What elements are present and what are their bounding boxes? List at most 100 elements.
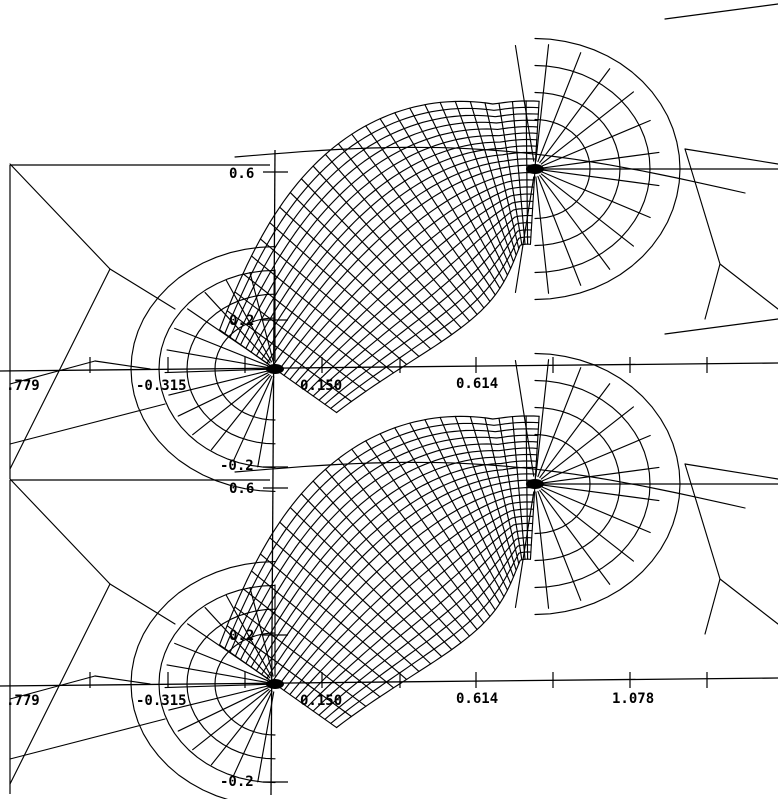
x-tick-label-upper-1: .779 (6, 378, 40, 394)
te-fan-line-6 (542, 466, 660, 484)
y-tick-label-lower-mid: 0.2 (229, 628, 254, 644)
le-fan-line-6 (164, 683, 268, 689)
mesh-line-normal-16 (394, 427, 501, 604)
farfield-left-4 (9, 403, 166, 445)
te-fan-line-6 (542, 151, 660, 169)
farfield-right-4 (704, 263, 721, 320)
le-fan-line-7 (166, 664, 268, 684)
mesh-line-normal-7 (279, 206, 432, 350)
farfield-right-5 (664, 318, 778, 335)
le-fan-line-1 (232, 690, 273, 777)
te-fan-line-5 (541, 119, 651, 167)
outer-boundary-2 (234, 461, 746, 509)
te-fan-line-7 (542, 484, 660, 502)
le-ring-3 (130, 561, 276, 799)
x-tick-label-lower-5: 1.078 (612, 691, 654, 707)
mesh-line-normal-8 (289, 506, 443, 658)
te-fan-line-2 (537, 52, 582, 163)
farfield-right-1 (684, 463, 778, 480)
mesh-line-normal-6 (269, 537, 420, 673)
y-tick-label-lower-bottom: -0.2 (220, 774, 254, 790)
farfield-left-4 (9, 718, 166, 760)
mesh-line-normal-21 (469, 416, 517, 571)
leading-edge-marker-1 (266, 364, 284, 374)
le-fan-line-5 (168, 685, 268, 711)
le-fan-line-3 (192, 688, 270, 751)
mesh-line-suction-4 (300, 200, 534, 389)
mesh-line-normal-6 (269, 222, 420, 358)
mesh-line-normal-20 (454, 100, 515, 263)
axis-labels: .779 -0.315 0.150 0.614 .779 -0.315 0.15… (6, 166, 654, 790)
y-tick-label-upper-bottom: -0.2 (220, 458, 254, 474)
te-fan-line-10 (539, 174, 611, 270)
mesh-line-normal-19 (439, 101, 512, 270)
mesh-line-normal-2 (234, 291, 367, 392)
blade-passage-1 (9, 3, 778, 492)
farfield-left-3 (109, 583, 176, 625)
farfield-right-1 (684, 148, 778, 165)
leading-edge-marker-2 (266, 679, 284, 689)
le-fan-line-11 (225, 594, 273, 678)
te-fan-line-13 (514, 491, 535, 609)
le-fan-line-1 (232, 375, 273, 462)
mesh-line-normal-23 (498, 102, 523, 246)
mesh-line-normal-24 (511, 415, 526, 560)
mesh-line-normal-24 (511, 100, 526, 245)
le-fan-line-11 (225, 279, 273, 363)
mesh-line-normal-11 (324, 153, 471, 322)
farfield-right-2 (684, 463, 721, 580)
x-tick-label-upper-3: 0.150 (300, 378, 342, 394)
farfield-left-5 (94, 675, 151, 685)
te-fan-line-8 (541, 171, 651, 219)
mesh-line-normal-13 (351, 448, 485, 624)
le-fan-line-5 (168, 370, 268, 396)
mesh-line-normal-20 (454, 415, 515, 578)
mesh-line-normal-19 (439, 416, 512, 585)
farfield-left-1 (9, 478, 111, 585)
farfield-left-3 (109, 268, 176, 310)
te-fan-line-0 (514, 44, 535, 162)
farfield-right-4 (704, 578, 721, 635)
le-ring-3 (130, 246, 276, 492)
mesh-line-normal-18 (424, 419, 509, 591)
mesh-line-normal-11 (324, 468, 471, 637)
te-fan-line-4 (540, 91, 634, 165)
le-fan-line-3 (192, 373, 270, 436)
mesh-line-normal-1 (226, 310, 352, 403)
le-fan-line-0 (257, 376, 275, 468)
mesh-line-normal-22 (484, 417, 520, 565)
mesh-line-normal-16 (394, 112, 501, 289)
x-axis-2 (0, 677, 778, 687)
y-tick-label-upper-top: 0.6 (229, 166, 254, 182)
x-tick-label-upper-4: 0.614 (456, 376, 498, 392)
le-fan-line-10 (204, 291, 271, 364)
te-fan-line-2 (537, 367, 582, 478)
le-fan-line-6 (164, 368, 268, 374)
mesh-line-normal-23 (498, 417, 523, 561)
mesh-line-normal-7 (279, 521, 432, 665)
le-fan-line-12 (249, 272, 274, 362)
le-fan-line-2 (210, 374, 271, 451)
x-tick-label-upper-2: -0.315 (136, 378, 187, 394)
mesh-line-normal-3 (242, 273, 381, 383)
mesh-line-normal-15 (379, 118, 496, 296)
te-fan-line-9 (540, 173, 634, 247)
blade-passage-2 (9, 318, 778, 799)
mesh-line-normal-22 (484, 102, 520, 250)
te-fan-line-11 (537, 175, 582, 286)
te-fan-line-11 (537, 490, 582, 601)
te-fan-line-12 (535, 176, 550, 294)
mesh-line-normal-12 (337, 458, 478, 631)
mesh-line-normal-9 (300, 178, 453, 336)
mesh-line-normal-13 (351, 133, 485, 309)
mesh-line-normal-5 (259, 553, 408, 681)
mesh-line-pressure-4 (250, 453, 538, 668)
te-fan-line-9 (540, 488, 634, 562)
x-tick-label-lower-2: -0.315 (136, 693, 187, 709)
farfield-left-1 (9, 163, 111, 270)
mesh-line-pressure-4 (250, 138, 538, 353)
farfield-left-2 (9, 268, 111, 470)
mesh-line-normal-10 (312, 165, 462, 329)
te-fan-line-5 (541, 434, 651, 482)
